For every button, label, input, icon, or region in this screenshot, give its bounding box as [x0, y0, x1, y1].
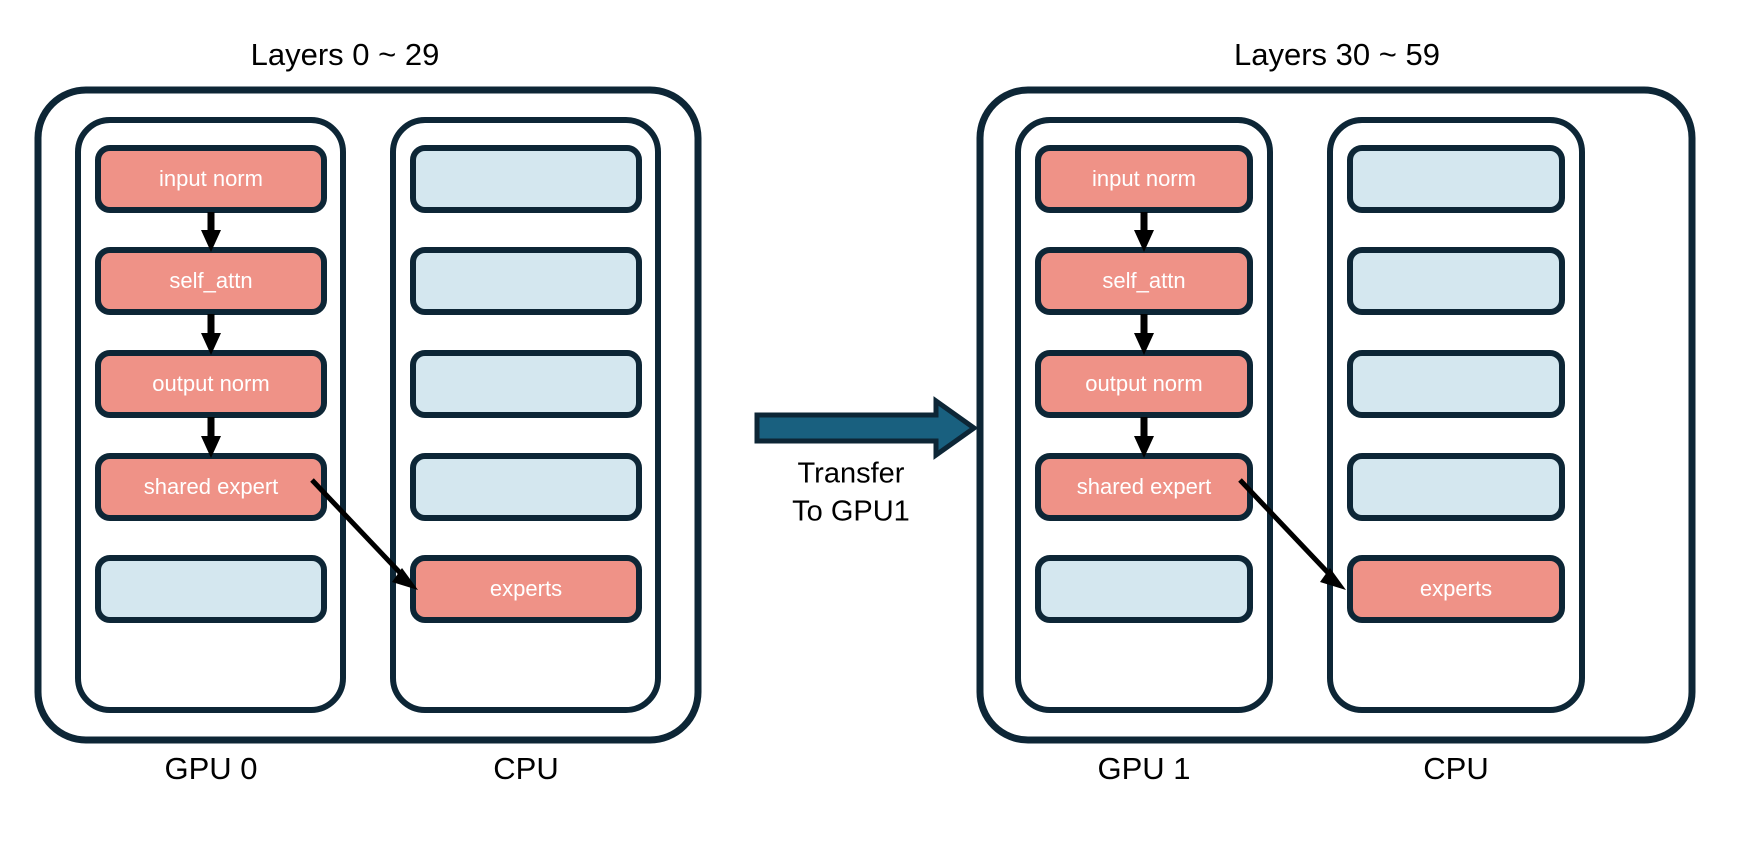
- panel-right-offload-arrow: [1238, 478, 1346, 590]
- block-rect[interactable]: [1347, 247, 1565, 315]
- panel-left-device-column: input norm self_attn output norm shared …: [75, 117, 346, 713]
- block-rect[interactable]: [1347, 555, 1565, 623]
- panel-left-flow-arrow-0: [201, 212, 221, 252]
- panel-right-device-block-1[interactable]: self_attn: [1035, 247, 1253, 315]
- panel-left-device-label: GPU 0: [164, 751, 257, 786]
- block-rect[interactable]: [410, 145, 642, 213]
- arrowhead-icon: [1134, 230, 1154, 252]
- block-rect[interactable]: [95, 145, 327, 213]
- panel-left-device-block-4[interactable]: [95, 555, 327, 623]
- panel-left-host-block-0[interactable]: [410, 145, 642, 213]
- block-label: self_attn: [1102, 268, 1185, 293]
- panel-right-host-block-1[interactable]: [1347, 247, 1565, 315]
- panel-left-host-frame: [390, 117, 661, 713]
- block-label: experts: [490, 576, 562, 601]
- panel-right-host-block-2[interactable]: [1347, 350, 1565, 418]
- panel-right: Layers 30 ~ 59 input norm self_attn outp…: [976, 37, 1696, 786]
- panel-right-host-frame: [1327, 117, 1585, 713]
- panel-right-device-block-4[interactable]: [1035, 555, 1253, 623]
- panel-left-flow-arrow-1: [201, 314, 221, 355]
- panel-left-offload-arrow: [310, 478, 418, 590]
- panel-left-device-block-1[interactable]: self_attn: [95, 247, 327, 315]
- panel-left-flow-arrow-2: [201, 417, 221, 458]
- panel-left-title: Layers 0 ~ 29: [251, 37, 440, 72]
- arrowhead-icon: [1320, 568, 1346, 590]
- arrowhead-icon: [1134, 436, 1154, 458]
- panel-left-host-block-3[interactable]: [410, 453, 642, 521]
- block-rect[interactable]: [410, 247, 642, 315]
- panel-right-device-block-0[interactable]: input norm: [1035, 145, 1253, 213]
- panel-right-host-label: CPU: [1423, 751, 1488, 786]
- block-rect[interactable]: [410, 555, 642, 623]
- panel-right-host-block-3[interactable]: [1347, 453, 1565, 521]
- panel-right-device-block-3[interactable]: shared expert: [1035, 453, 1253, 521]
- block-rect[interactable]: [410, 350, 642, 418]
- panel-right-host-block-0[interactable]: [1347, 145, 1565, 213]
- block-rect[interactable]: [1347, 350, 1565, 418]
- block-rect[interactable]: [1347, 453, 1565, 521]
- panel-left: Layers 0 ~ 29 input norm self_attn outpu…: [34, 37, 702, 786]
- arrowhead-icon: [201, 333, 221, 355]
- block-label: self_attn: [169, 268, 252, 293]
- block-rect[interactable]: [1035, 555, 1253, 623]
- panel-right-device-block-2[interactable]: output norm: [1035, 350, 1253, 418]
- arrowhead-icon: [201, 436, 221, 458]
- block-rect[interactable]: [1347, 145, 1565, 213]
- panel-left-device-frame: [75, 117, 346, 713]
- panel-left-host-block-4[interactable]: experts: [410, 555, 642, 623]
- arrowhead-icon: [392, 568, 418, 590]
- panel-right-host-block-4[interactable]: experts: [1347, 555, 1565, 623]
- block-label: output norm: [1085, 371, 1202, 396]
- transfer-label-line1: Transfer: [798, 458, 905, 490]
- arrowhead-icon: [1134, 333, 1154, 355]
- transfer-label-line2: To GPU1: [792, 496, 910, 528]
- block-rect[interactable]: [95, 555, 327, 623]
- panel-right-device-frame: [1015, 117, 1273, 713]
- panel-left-device-block-2[interactable]: output norm: [95, 350, 327, 418]
- block-label: experts: [1420, 576, 1492, 601]
- panel-right-title: Layers 30 ~ 59: [1234, 37, 1440, 72]
- panel-left-host-block-2[interactable]: [410, 350, 642, 418]
- block-rect[interactable]: [410, 453, 642, 521]
- arrowhead-icon: [201, 230, 221, 252]
- panel-left-device-block-0[interactable]: input norm: [95, 145, 327, 213]
- panel-right-flow-arrow-2: [1134, 417, 1154, 458]
- panel-right-device-column: input norm self_attn output norm shared …: [1015, 117, 1273, 713]
- panel-right-host-column: experts: [1327, 117, 1585, 713]
- transfer-arrow: Transfer To GPU1: [754, 396, 979, 528]
- panel-right-device-label: GPU 1: [1097, 751, 1190, 786]
- block-label: output norm: [152, 371, 269, 396]
- block-rect[interactable]: [1035, 145, 1253, 213]
- panel-right-shell: [976, 86, 1696, 744]
- panel-right-flow-arrow-0: [1134, 212, 1154, 252]
- block-label: shared expert: [1077, 474, 1212, 499]
- panel-left-host-block-1[interactable]: [410, 247, 642, 315]
- panel-left-shell: [34, 86, 702, 744]
- block-label: shared expert: [144, 474, 279, 499]
- panel-left-host-column: experts: [390, 117, 661, 713]
- panel-right-flow-arrow-1: [1134, 314, 1154, 355]
- block-label: input norm: [159, 166, 263, 191]
- panel-left-device-block-3[interactable]: shared expert: [95, 453, 327, 521]
- transfer-arrow-shape: [754, 396, 979, 460]
- panel-left-host-label: CPU: [493, 751, 558, 786]
- block-label: input norm: [1092, 166, 1196, 191]
